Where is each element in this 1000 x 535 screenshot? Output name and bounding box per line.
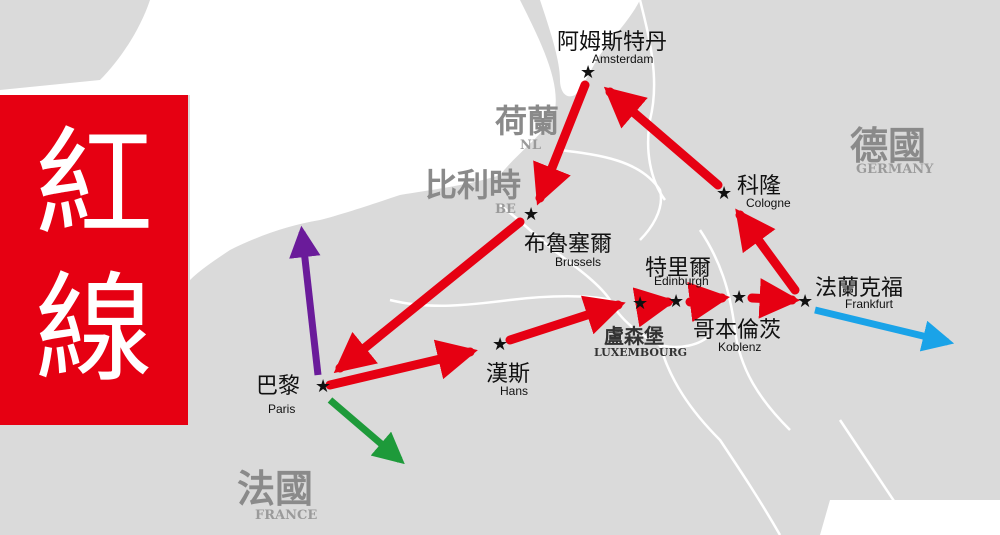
city-koblenz-en: Koblenz [718,340,762,354]
city-cologne-en: Cologne [746,196,791,210]
route-frankfurt-cologne [735,208,800,295]
route-lux-trier [632,287,676,328]
purple-arrow [289,225,322,376]
city-hans-en: Hans [500,384,529,398]
city-edinburgh-cn: 特里爾 [645,256,712,281]
title-char-1: 紅 [34,115,153,253]
city-edinburgh-en: Edinburgh [654,274,709,288]
city-frankfurt-cn: 法蘭克福 [815,276,904,301]
country-be-cn: 比利時 [425,166,522,204]
city-amsterdam-en: Amsterdam [592,52,654,66]
route-hans-lux [505,295,626,345]
route-cologne-amsterdam [603,86,723,190]
route-brussels-paris [333,217,525,374]
star-koblenz: ★ [731,287,748,308]
route-trier-koblenz [685,281,731,323]
uk-land [0,0,150,90]
star-brussels: ★ [523,204,540,225]
city-paris-en: Paris [268,402,296,416]
country-fr-en: FRANCE [255,508,318,523]
title-char-2: 線 [34,260,153,398]
country-de-en: GERMANY [856,162,934,177]
bottom-right-strip [820,500,1000,535]
star-frankfurt: ★ [797,291,814,312]
star-cologne: ★ [716,183,733,204]
city-hans-cn: 漢斯 [486,362,531,387]
city-koblenz-cn: 哥本倫茨 [693,318,782,343]
blue-arrow [814,306,955,352]
green-arrow [327,397,405,465]
star-edinburgh: ★ [668,291,685,312]
country-nl-en: NL [520,138,542,153]
country-lu-en: LUXEMBOURG [594,346,688,359]
city-amsterdam-cn: 阿姆斯特丹 [557,30,668,55]
city-cologne-cn: 科隆 [737,174,782,199]
route-amsterdam-brussels [533,80,590,206]
city-paris-cn: 巴黎 [256,374,301,399]
country-de-cn: 德國 [850,123,927,168]
country-fr-cn: 法國 [237,466,314,511]
city-frankfurt-en: Frankfurt [845,297,894,311]
country-nl-cn: 荷蘭 [495,102,560,140]
frisian-sea [540,0,640,97]
country-be-en: BE [495,202,516,217]
city-brussels-en: Brussels [555,255,602,269]
star-paris: ★ [315,376,332,397]
star-hans: ★ [492,334,509,355]
red-route [325,80,801,390]
route-paris-hans [325,339,478,390]
title-box: 紅 線 [0,95,188,425]
star-amsterdam: ★ [580,62,597,83]
route-koblenz-frankfurt [747,278,801,319]
star-luxembourg: ★ [632,293,649,314]
country-lu-cn: 盧森堡 [604,324,664,348]
south-coast [0,420,230,535]
city-brussels-cn: 布魯塞爾 [524,232,613,257]
